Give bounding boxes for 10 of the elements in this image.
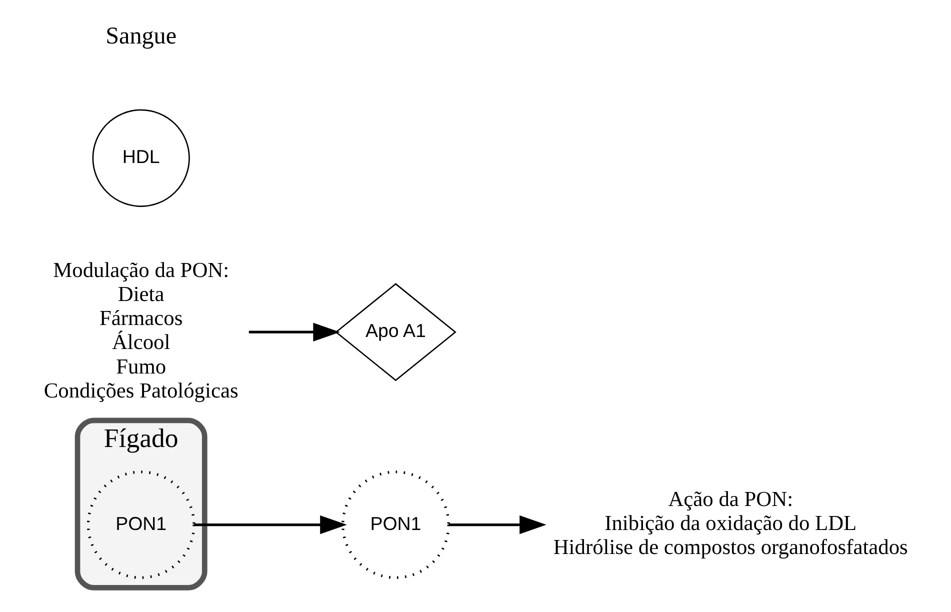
node-text: Modulação da PON: Dieta Fármacos Álcool Fumo Condições Patológicas: [43, 258, 238, 402]
node-text: Ação da PON: Inibição da oxidação do LDL Hidrólise de compostos organofosfatados: [552, 486, 908, 559]
label: Sangue: [105, 24, 176, 50]
node-diamond: Apo A1: [334, 283, 456, 382]
node-circle: HDL: [92, 109, 190, 207]
arrow: [248, 322, 340, 342]
node-circle: PON1: [341, 470, 450, 579]
arrow: [194, 515, 346, 534]
arrow: [448, 515, 546, 534]
node-circle: PON1: [86, 470, 195, 579]
